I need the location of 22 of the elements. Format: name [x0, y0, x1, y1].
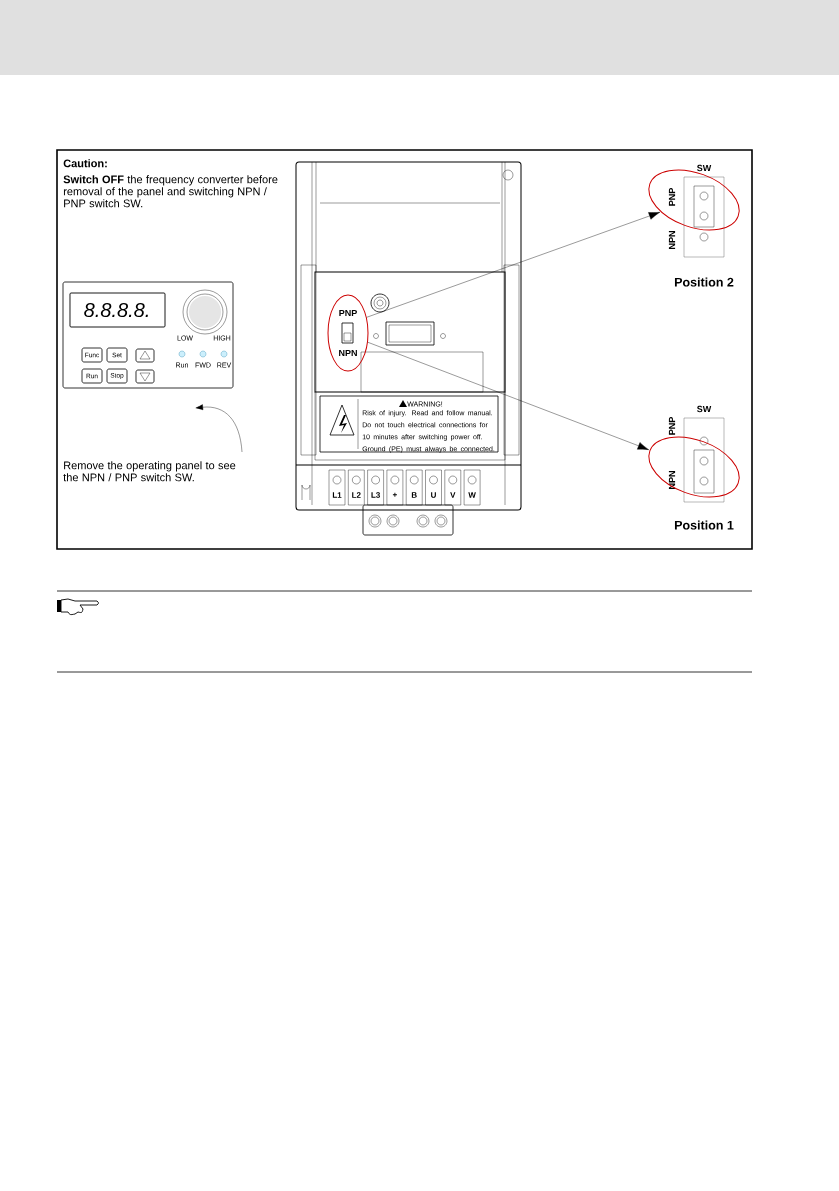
node-label: PNP	[668, 417, 676, 435]
node-label: SW	[697, 405, 712, 413]
position-caption: Position 2	[674, 277, 734, 287]
arrow	[367, 342, 649, 450]
caution-heading: Caution:	[63, 159, 107, 168]
terminal-label: U	[431, 492, 436, 498]
terminal-label: B	[411, 492, 417, 498]
node-label: NPN	[668, 231, 676, 249]
arrow	[366, 212, 661, 318]
caution-text: Switch OFF the frequency converter before removal of the panel and switching NPN / PNP switch SW.	[63, 175, 278, 208]
display-digits: 8.8.8.8.	[84, 302, 148, 318]
terminal-label: L1	[332, 492, 342, 498]
switch-highlight: PNP NPN	[327, 294, 369, 372]
terminal-label: L2	[352, 492, 361, 498]
terminal-label: L3	[371, 492, 380, 498]
instruction-text: Remove the operating panel to see the NPN / PNP switch SW.	[63, 461, 236, 482]
position-caption: Position 1	[674, 520, 734, 530]
terminal-label: +	[392, 492, 397, 497]
switch-position-diagram: SW PNP NPN	[648, 164, 740, 258]
terminal-label: W	[468, 492, 476, 498]
terminal-label: V	[450, 492, 456, 498]
switch-position-diagram: SW PNP NPN	[648, 405, 740, 503]
